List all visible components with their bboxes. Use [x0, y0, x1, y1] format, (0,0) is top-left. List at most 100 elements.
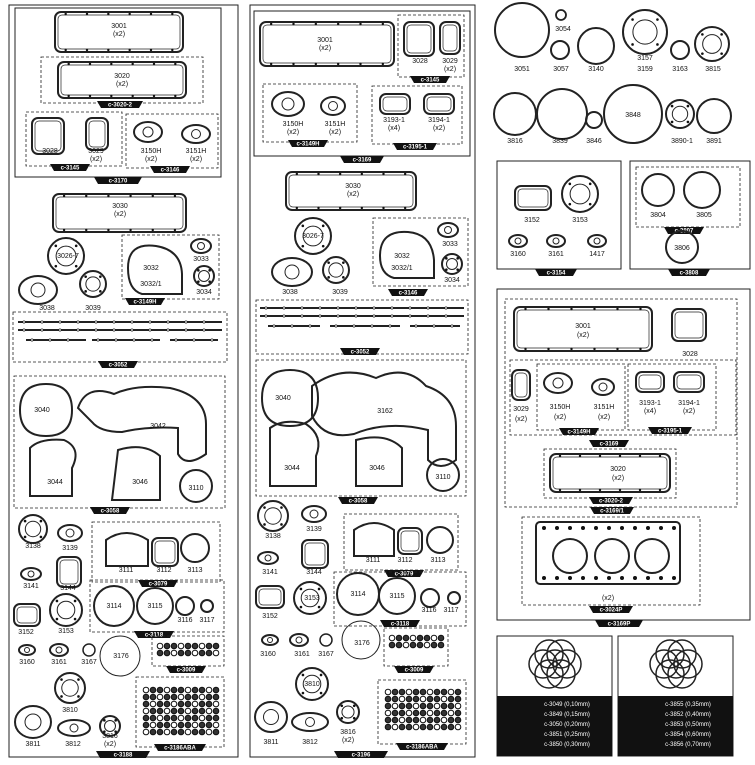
housing-gasket — [105, 532, 149, 567]
bolt-hole — [73, 617, 77, 621]
valve-seal — [205, 721, 213, 729]
exhaust-gasket — [423, 93, 455, 115]
kit-code-tab — [340, 348, 380, 355]
housing-gasket — [151, 537, 179, 567]
part-number-label: 3039 — [332, 289, 348, 296]
bolt-hole — [445, 268, 448, 271]
valve-seal — [156, 728, 164, 736]
bolt-hole — [62, 194, 66, 198]
kit-code-tab — [166, 666, 206, 673]
part-number-label: 3029 — [513, 406, 529, 413]
bolt-hole — [60, 695, 63, 698]
bolt-hole — [403, 172, 407, 176]
flange-bore — [264, 507, 282, 525]
part-number-label: 3032 — [143, 265, 159, 272]
valve-seal — [205, 642, 213, 650]
bolt-hole — [292, 62, 295, 66]
square-gasket — [13, 603, 41, 627]
valve-seal — [440, 709, 448, 717]
bolt-hole — [128, 48, 131, 52]
valve-seal — [447, 723, 455, 731]
bolt-hole — [618, 454, 622, 458]
oval-gasket-bore — [514, 237, 522, 245]
part-number-label: 3152 — [262, 613, 278, 620]
oval-gasket — [181, 124, 211, 144]
part-number-label: 3194-1 — [678, 400, 700, 407]
part-number-label: 3028 — [42, 148, 58, 155]
kit-code-label: c-3188 — [114, 753, 133, 759]
valve-seal — [412, 695, 420, 703]
shim-size-label: c-3849 (0,15mm) — [544, 712, 590, 718]
part-number-label: (x2) — [515, 416, 527, 423]
part-number-label: 3846 — [586, 138, 602, 145]
oval-gasket-bore — [69, 723, 79, 733]
valve-seal — [212, 649, 220, 657]
bolt-hole — [639, 347, 642, 351]
valve-seal — [426, 716, 434, 724]
part-quantity-label: (x2) — [444, 66, 456, 73]
part-number-label: 3040 — [34, 407, 50, 414]
valve-seal — [205, 686, 213, 694]
bolt-hole — [720, 33, 723, 36]
o-ring — [494, 2, 550, 58]
cover-gasket — [294, 217, 332, 255]
valve-seal — [430, 634, 438, 642]
valve-seal — [163, 707, 171, 715]
bolt-hole — [152, 94, 156, 98]
valve-seal — [177, 707, 185, 715]
bolt-hole — [174, 62, 177, 66]
oval-gasket — [257, 551, 279, 565]
bolt-hole — [67, 62, 70, 66]
bolt-hole — [618, 488, 622, 492]
bolt-hole — [432, 324, 436, 328]
o-ring — [683, 171, 721, 209]
kit-code-tab — [98, 361, 138, 368]
bolt-hole — [620, 526, 624, 530]
bolt-hole — [94, 328, 98, 332]
o-ring — [585, 111, 603, 129]
valve-seal — [423, 634, 431, 642]
oval-gasket — [271, 91, 305, 117]
flange-bore — [341, 705, 355, 719]
bolt-hole — [171, 48, 174, 52]
flange-bore — [632, 19, 658, 45]
kit-c3052-frame — [12, 311, 228, 363]
valve-seal — [405, 702, 413, 710]
bolt-hole — [598, 454, 602, 458]
bolt-hole — [301, 691, 305, 695]
bolt-hole — [269, 22, 273, 26]
kit-code-tab — [394, 666, 434, 673]
bolt-hole — [103, 719, 106, 722]
part-number-label: 3144 — [306, 569, 322, 576]
oval-gasket-bore — [598, 382, 608, 392]
valve-seal — [191, 714, 199, 722]
oval-gasket-bore — [264, 554, 272, 562]
kit-code-label: c-3020-2 — [108, 103, 133, 109]
valve-seal — [149, 728, 157, 736]
cylinder-bore — [634, 538, 670, 574]
valve-seal — [405, 695, 413, 703]
bolt-hole — [85, 48, 89, 52]
part-number-label: 3054 — [555, 26, 571, 33]
bolt-hole — [547, 307, 550, 311]
oval-gasket-bore — [24, 713, 42, 731]
water-pump-gasket — [126, 244, 183, 295]
bolt-hole — [76, 320, 80, 324]
shim-ring — [528, 649, 558, 679]
bolt-hole — [290, 324, 294, 328]
flange-bore — [300, 588, 320, 608]
valve-seal — [191, 707, 199, 715]
bolt-hole — [547, 347, 550, 351]
valve-seal — [177, 649, 185, 657]
bolt-hole — [67, 94, 70, 98]
valve-seal — [177, 642, 185, 650]
valve-seal — [437, 641, 445, 649]
part-number-label: 3891 — [706, 138, 722, 145]
kit-code-label: c-3145 — [61, 166, 80, 172]
valve-seal — [423, 641, 431, 649]
bolt-hole — [607, 576, 611, 580]
bolt-hole — [151, 194, 154, 198]
bolt-hole — [414, 324, 418, 328]
kit-code-label: c-3186ABA — [164, 746, 196, 752]
shim-size-label: c-3853 (0,50mm) — [665, 722, 711, 728]
